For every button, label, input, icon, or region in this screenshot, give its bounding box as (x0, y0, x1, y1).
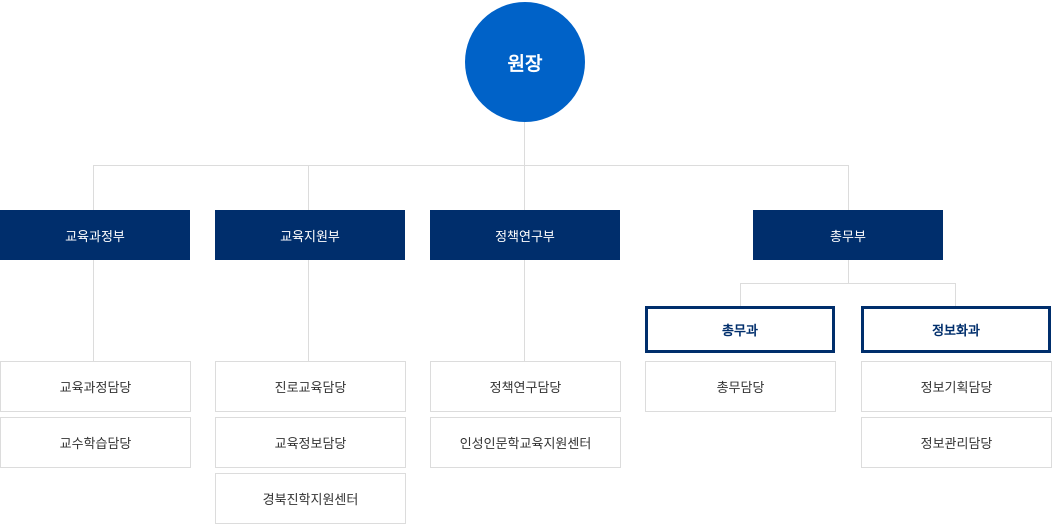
team-box: 교육과정담당 (0, 361, 191, 412)
team-box: 정보관리담당 (861, 417, 1052, 468)
team-box: 경북진학지원센터 (215, 473, 406, 524)
team-label: 진로교육담당 (274, 381, 347, 396)
team-label: 교육과정담당 (59, 381, 132, 396)
connector-dept-2-teams (308, 260, 309, 361)
subdivision-label: 총무과 (722, 324, 758, 339)
connector-dept-4-down (848, 260, 849, 283)
dept-education-support: 교육지원부 (215, 210, 405, 260)
dept-general-affairs: 총무부 (753, 210, 943, 260)
connector-to-dept-2 (308, 165, 309, 210)
root-node-director: 원장 (465, 2, 585, 122)
dept-label: 정책연구부 (495, 229, 555, 245)
team-box: 진로교육담당 (215, 361, 406, 412)
connector-dept-3-teams (524, 260, 525, 361)
team-label: 총무담당 (716, 381, 765, 396)
connector-dept-1-teams (93, 260, 94, 361)
subdivision-general-affairs-section: 총무과 (645, 306, 835, 353)
connector-to-dept-4 (848, 165, 849, 210)
dept-label: 총무부 (830, 229, 866, 245)
connector-to-dept-1 (93, 165, 94, 210)
team-box: 정보기획담당 (861, 361, 1052, 412)
team-label: 정보기획담당 (920, 381, 993, 396)
team-label: 정보관리담당 (920, 437, 993, 452)
connector-root-down (524, 122, 525, 210)
team-label: 교육정보담당 (274, 437, 347, 452)
team-label: 인성인문학교육지원센터 (459, 437, 592, 452)
connector-to-sub-2 (955, 283, 956, 306)
dept-label: 교육지원부 (280, 229, 340, 245)
team-label: 경북진학지원센터 (262, 493, 359, 508)
team-box: 총무담당 (645, 361, 836, 412)
connector-sub-horizontal (740, 283, 956, 284)
team-label: 교수학습담당 (59, 437, 132, 452)
subdivision-label: 정보화과 (932, 324, 980, 339)
subdivision-informatization-section: 정보화과 (861, 306, 1051, 353)
dept-curriculum: 교육과정부 (0, 210, 190, 260)
team-box: 인성인문학교육지원센터 (430, 417, 621, 468)
connector-to-sub-1 (740, 283, 741, 306)
connector-horizontal-main (93, 165, 849, 166)
root-label: 원장 (507, 52, 543, 75)
team-box: 정책연구담당 (430, 361, 621, 412)
team-box: 교수학습담당 (0, 417, 191, 468)
team-label: 정책연구담당 (489, 381, 562, 396)
dept-policy-research: 정책연구부 (430, 210, 620, 260)
team-box: 교육정보담당 (215, 417, 406, 468)
dept-label: 교육과정부 (65, 229, 125, 245)
